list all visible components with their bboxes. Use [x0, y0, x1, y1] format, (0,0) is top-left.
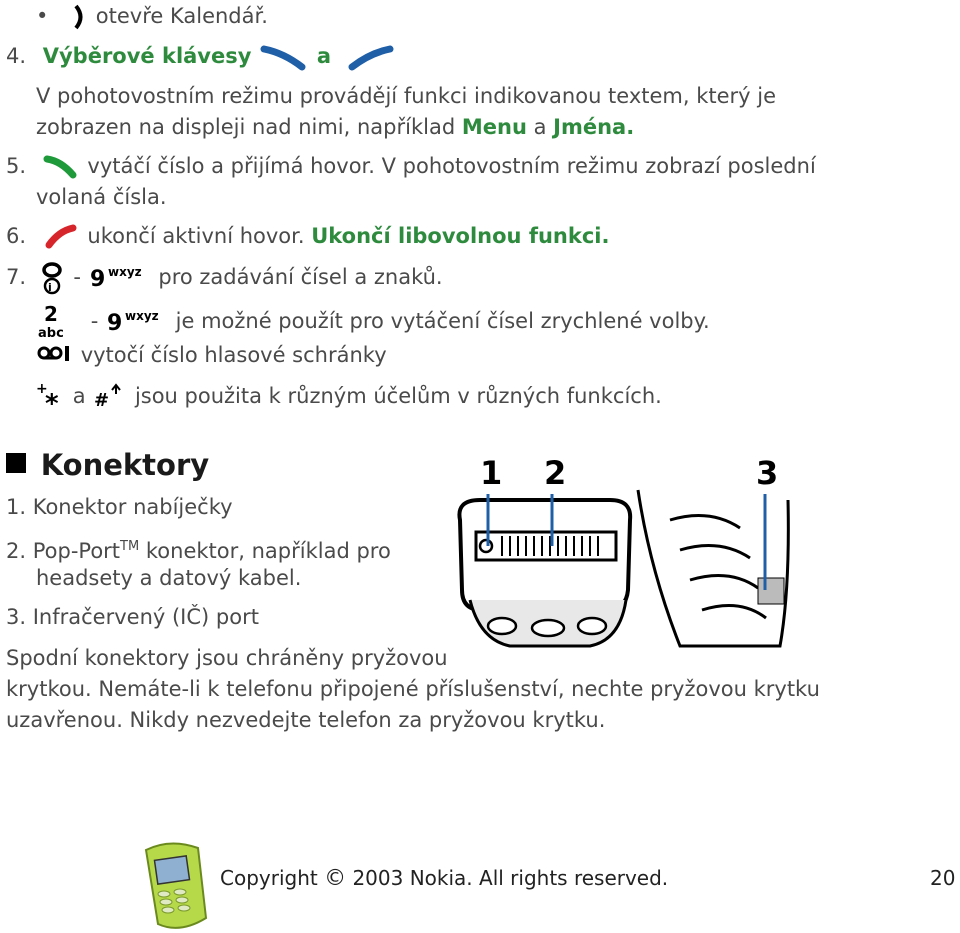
square-bullet-icon: [6, 453, 26, 473]
item-number: 1.: [6, 495, 27, 519]
names-label: Jména.: [553, 115, 635, 139]
dash: -: [90, 309, 99, 333]
voicemail-key-icon: [37, 346, 69, 361]
connector-item-1: 1. Konektor nabíječky: [6, 493, 233, 521]
desc-text: zobrazen na displeji nad nimi, například: [36, 115, 456, 139]
connector-item-3: 3. Infračervený (IČ) port: [6, 603, 259, 631]
calendar-text: otevře Kalendář.: [95, 4, 268, 28]
item-number: 7.: [6, 265, 27, 289]
paragraph-line2: krytkou. Nemáte-li k telefonu připojené …: [6, 677, 820, 701]
left-selection-key-icon: [260, 45, 306, 71]
item-number: 6.: [6, 224, 27, 248]
item-7-text: pro zadávání čísel a znaků.: [158, 265, 443, 289]
right-selection-key-icon: [348, 45, 394, 71]
item-5-text: vytáčí číslo a přijímá hovor. V pohotovo…: [87, 154, 816, 178]
dash: -: [73, 265, 81, 289]
copyright-symbol: ©: [324, 866, 347, 891]
svg-text:i: i: [48, 281, 52, 294]
svg-text:abc: abc: [38, 326, 64, 340]
item-number: 3.: [6, 605, 27, 629]
connector-2-line2: headsety a datový kabel.: [36, 566, 302, 590]
svg-text:*: *: [45, 389, 59, 412]
item-5-line1: 5. vytáčí číslo a přijímá hovor. V pohot…: [6, 152, 816, 181]
hash-key-icon: #: [94, 383, 122, 411]
menu-label: Menu: [461, 115, 527, 139]
connector-2-text: Pop-Port: [32, 539, 121, 563]
phone-thumbnail: [144, 842, 208, 929]
star-hash-text: jsou použita k různým účelům v různých f…: [134, 384, 662, 408]
key-0-icon: i: [41, 262, 62, 295]
item-6-bold-text: Ukončí libovolnou funkci.: [311, 224, 610, 248]
copyright-label: Copyright: [220, 866, 318, 890]
section-title: Konektory: [40, 448, 210, 482]
callout-1: 1: [480, 454, 502, 492]
item-4-title: Výběrové klávesy: [42, 44, 252, 68]
item-4-desc-line1: V pohotovostním režimu provádějí funkci …: [36, 84, 777, 108]
bullet: •: [36, 4, 49, 28]
item-6-text: ukončí aktivní hovor.: [87, 224, 305, 248]
svg-text:2: 2: [44, 304, 58, 326]
key-9-icon: 9 wxyz: [90, 265, 142, 292]
svg-text:+: +: [36, 382, 48, 397]
paragraph-line3: uzavřenou. Nikdy nezvedejte telefon za p…: [6, 708, 606, 732]
item-4-conj: a: [316, 44, 331, 68]
key-9-icon: 9 wxyz: [107, 309, 159, 336]
copyright-rest: 2003 Nokia. All rights reserved.: [352, 866, 669, 890]
calendar-bullet-line: • otevře Kalendář.: [36, 2, 268, 31]
conj-text: a: [72, 384, 86, 408]
end-key-icon: [45, 224, 77, 249]
star-hash-line: + * a # jsou použita k různým účelům v r…: [36, 382, 662, 412]
item-number: 2.: [6, 539, 27, 563]
voicemail-text: vytočí číslo hlasové schránky: [80, 343, 387, 367]
item-number: 5.: [6, 154, 27, 178]
callout-2: 2: [544, 454, 566, 492]
svg-text:#: #: [94, 390, 109, 411]
key-2-icon: 2 abc: [38, 304, 64, 340]
right-selection-key-icon: [74, 4, 83, 30]
item-4-desc-line2: zobrazen na displeji nad nimi, například…: [36, 113, 634, 141]
item-7-line2: 2 abc - 9 wxyz je možné použít pro vytáč…: [36, 304, 710, 340]
connector-1-text: Konektor nabíječky: [32, 495, 233, 519]
and-text: a: [533, 115, 547, 139]
callout-3: 3: [756, 454, 778, 492]
page-number: 20: [930, 866, 956, 890]
svg-text:9: 9: [90, 267, 105, 292]
connector-2-text-post: konektor, například pro: [139, 539, 391, 563]
item-number: 4.: [6, 44, 27, 68]
item-6-line: 6. ukončí aktivní hovor. Ukončí libovoln…: [6, 222, 609, 251]
copyright-footer: Copyright © 2003 Nokia. All rights reser…: [220, 864, 668, 893]
call-key-icon: [43, 155, 77, 179]
paragraph-line1: Spodní konektory jsou chráněny pryžovou: [6, 646, 448, 670]
voicemail-line: vytočí číslo hlasové schránky: [36, 341, 387, 370]
svg-text:wxyz: wxyz: [125, 309, 159, 323]
item-7-line1: 7. i - 9 wxyz pro zadávání čísel a znaků…: [6, 261, 443, 295]
connectors-illustration: 1 2 3: [457, 454, 790, 648]
trademark-sup: TM: [120, 539, 140, 554]
svg-text:9: 9: [107, 311, 122, 336]
connector-item-2: 2. Pop-PortTM konektor, například pro: [6, 533, 391, 565]
svg-text:wxyz: wxyz: [108, 265, 142, 279]
item-7-text2: je možné použít pro vytáčení čísel zrych…: [175, 309, 710, 333]
section-heading: Konektory: [6, 447, 209, 486]
star-key-icon: + *: [36, 382, 59, 412]
item-5-line2: volaná čísla.: [36, 185, 167, 209]
connector-3-text: Infračervený (IČ) port: [32, 605, 259, 629]
item-4-heading: 4. Výběrové klávesy a: [6, 42, 396, 71]
